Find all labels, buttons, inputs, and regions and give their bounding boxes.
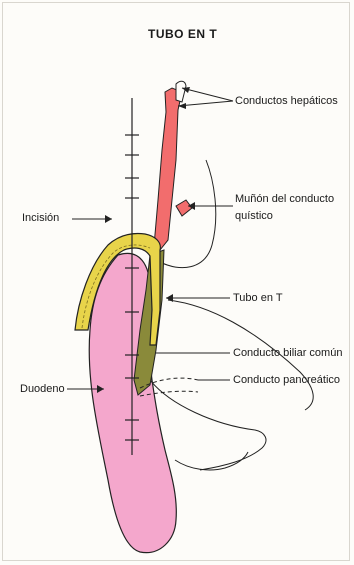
label-hepatic-ducts: Conductos hepáticos [235,95,338,108]
label-duodenum: Duodeno [20,383,65,396]
label-cystic-stump-line2: quístico [235,210,273,223]
label-common-bile-duct: Conducto biliar común [233,347,342,360]
hepatic-duct [154,88,182,250]
label-incision: Incisión [22,212,59,225]
label-cystic-stump-line1: Muñón del conducto [235,193,334,206]
figure-title: TUBO EN T [148,28,217,41]
duodenum-shape [89,253,176,552]
cystic-duct-stump [176,200,192,216]
label-t-tube: Tubo en T [233,292,283,305]
pancreas-outline [150,380,266,470]
hepatic-duct-branch [176,81,186,102]
label-pancreatic-duct: Conducto pancreático [233,374,340,387]
